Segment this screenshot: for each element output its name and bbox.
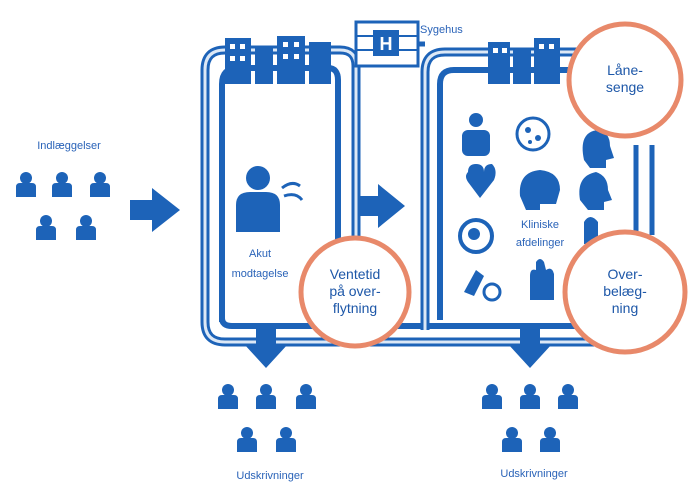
discharge-people-left	[218, 384, 316, 452]
brain-icon	[519, 170, 560, 210]
waiting-circle	[298, 235, 412, 349]
acute-unit-label: Akut modtagelse	[231, 248, 289, 280]
overcrowding-circle-text: Over- belæg- ning	[603, 266, 647, 316]
head-icon-2	[579, 172, 612, 210]
lungs-icon	[458, 218, 494, 254]
admission-people-icons	[16, 172, 110, 240]
svg-text:H: H	[380, 34, 393, 54]
acute-patient-icon	[236, 166, 304, 232]
arrow-right-icon	[130, 188, 180, 232]
lungs-icon-2	[584, 217, 598, 244]
bacteria-icon	[515, 116, 551, 152]
borrowed-beds-circle-text: Låne- senge	[605, 62, 645, 95]
hand-icon	[530, 259, 554, 300]
building-icon-row-left	[225, 36, 331, 84]
hospital-building-icon: H	[354, 20, 420, 68]
arrow-down-icon-2	[508, 324, 552, 368]
building-icon-row-right	[488, 38, 560, 84]
arrow-down-icon	[244, 324, 288, 368]
discharges-right-label: Udskrivninger	[500, 468, 568, 480]
microscope-icon	[464, 270, 502, 302]
clinical-wards-label: Kliniske afdelinger	[515, 219, 565, 249]
head-icon	[582, 130, 614, 168]
stomach-icon	[462, 113, 490, 156]
heart-icon	[466, 164, 496, 198]
discharges-left-label: Udskrivninger	[236, 470, 304, 482]
clinical-icons	[458, 113, 614, 302]
hospital-label: Sygehus	[420, 24, 463, 36]
admissions-label: Indlæggelser	[37, 140, 101, 152]
arrow-right-icon-2	[358, 184, 405, 228]
overcrowding-circle	[562, 229, 688, 355]
borrowed-beds-circle	[566, 21, 684, 139]
discharge-people-right	[482, 384, 578, 452]
waiting-circle-text: Ventetid på over- flytning	[329, 266, 381, 316]
